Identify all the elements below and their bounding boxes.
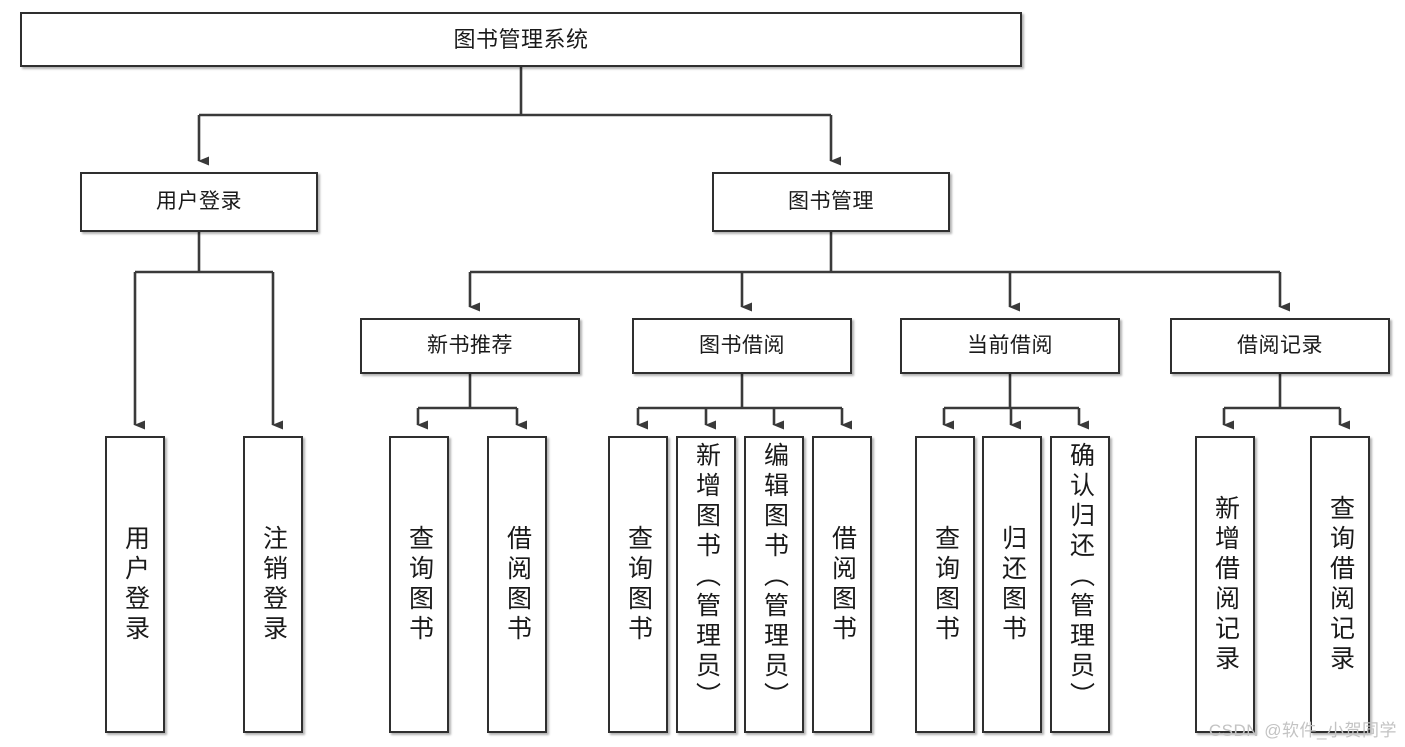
- node-new-book-recommend[interactable]: 新书推荐: [360, 318, 580, 374]
- node-current-borrow[interactable]: 当前借阅: [900, 318, 1120, 374]
- leaf-node-label: 归还图书: [998, 524, 1027, 645]
- node-borrow-record-label: 借阅记录: [1237, 333, 1323, 357]
- leaf-node-label: 借阅图书: [503, 524, 532, 645]
- leaf-node-label: 查询图书: [624, 524, 653, 645]
- leaf-node-label: 借阅图书: [828, 524, 857, 645]
- leaf-node-label: 新增图书（管理员）: [692, 442, 721, 712]
- csdn-watermark: CSDN @软件_小贺同学: [1208, 721, 1397, 740]
- leaf-node[interactable]: 确认归还（管理员）: [1050, 436, 1110, 733]
- leaf-node[interactable]: 查询图书: [608, 436, 668, 733]
- node-book-borrow[interactable]: 图书借阅: [632, 318, 852, 374]
- leaf-node[interactable]: 借阅图书: [812, 436, 872, 733]
- leaf-node-label: 查询借阅记录: [1326, 494, 1355, 675]
- node-borrow-record[interactable]: 借阅记录: [1170, 318, 1390, 374]
- node-user-login-label: 用户登录: [156, 189, 242, 213]
- leaf-node[interactable]: 新增借阅记录: [1195, 436, 1255, 733]
- leaf-node-label: 注销登录: [259, 524, 288, 645]
- leaf-node-label: 编辑图书（管理员）: [760, 442, 789, 712]
- node-book-management[interactable]: 图书管理: [712, 172, 950, 232]
- leaf-node[interactable]: 编辑图书（管理员）: [744, 436, 804, 733]
- node-user-login[interactable]: 用户登录: [80, 172, 318, 232]
- node-new-book-recommend-label: 新书推荐: [427, 333, 513, 357]
- leaf-node[interactable]: 查询借阅记录: [1310, 436, 1370, 733]
- leaf-node-label: 查询图书: [931, 524, 960, 645]
- leaf-node[interactable]: 归还图书: [982, 436, 1042, 733]
- node-root[interactable]: 图书管理系统: [20, 12, 1022, 67]
- node-root-label: 图书管理系统: [453, 26, 589, 52]
- leaf-node[interactable]: 用户登录: [105, 436, 165, 733]
- leaf-node-label: 查询图书: [405, 524, 434, 645]
- leaf-node[interactable]: 新增图书（管理员）: [676, 436, 736, 733]
- node-current-borrow-label: 当前借阅: [967, 333, 1053, 357]
- leaf-node[interactable]: 注销登录: [243, 436, 303, 733]
- node-book-borrow-label: 图书借阅: [699, 333, 785, 357]
- leaf-node[interactable]: 借阅图书: [487, 436, 547, 733]
- node-book-management-label: 图书管理: [788, 189, 874, 213]
- leaf-node-label: 用户登录: [121, 524, 150, 645]
- leaf-node-label: 新增借阅记录: [1211, 494, 1240, 675]
- leaf-node[interactable]: 查询图书: [915, 436, 975, 733]
- leaf-node-label: 确认归还（管理员）: [1066, 442, 1095, 712]
- leaf-node[interactable]: 查询图书: [389, 436, 449, 733]
